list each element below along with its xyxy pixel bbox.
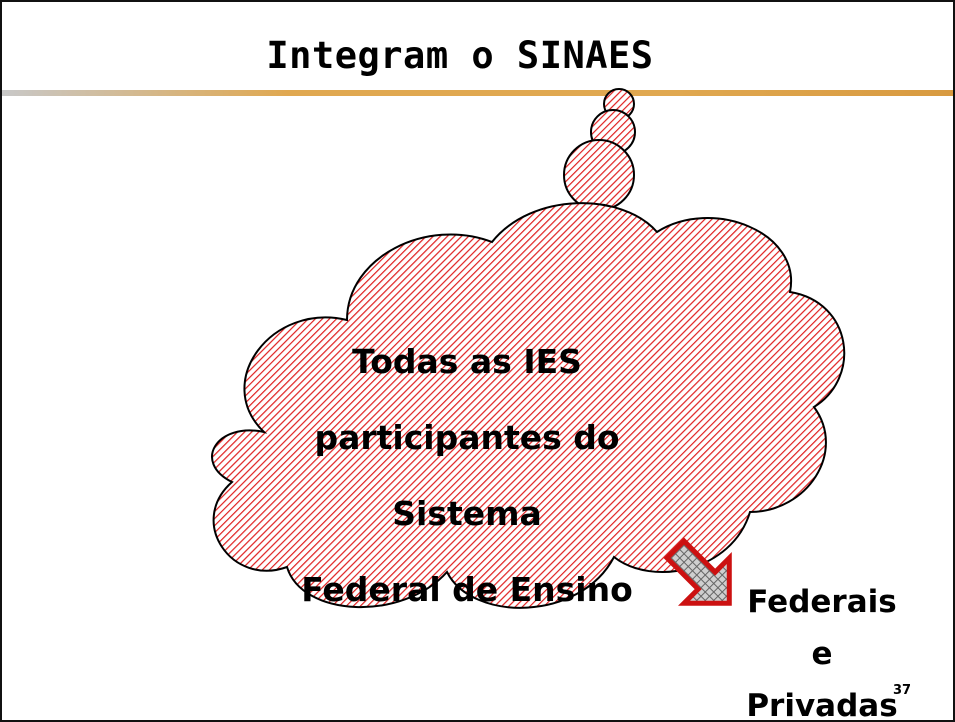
cloud-line-3: Federal de Ensino <box>301 570 633 609</box>
thought-bubble-cloud-icon <box>211 88 846 609</box>
cloud-line-2: participantes do Sistema <box>314 418 620 533</box>
slide-number: 37 <box>893 683 912 698</box>
side-line-1: Federais <box>747 584 897 620</box>
slide-title: Integram o SINAES <box>266 34 654 77</box>
cloud-line-1: Todas as IES <box>352 342 582 381</box>
title-underline <box>2 90 953 96</box>
side-line-3: Privadas <box>746 688 898 722</box>
side-line-2: e <box>811 636 833 672</box>
cloud-text: Todas as IES participantes do Sistema Fe… <box>247 324 687 628</box>
down-right-arrow-icon <box>663 537 732 606</box>
side-text: Federais e Privadas <box>737 576 907 722</box>
